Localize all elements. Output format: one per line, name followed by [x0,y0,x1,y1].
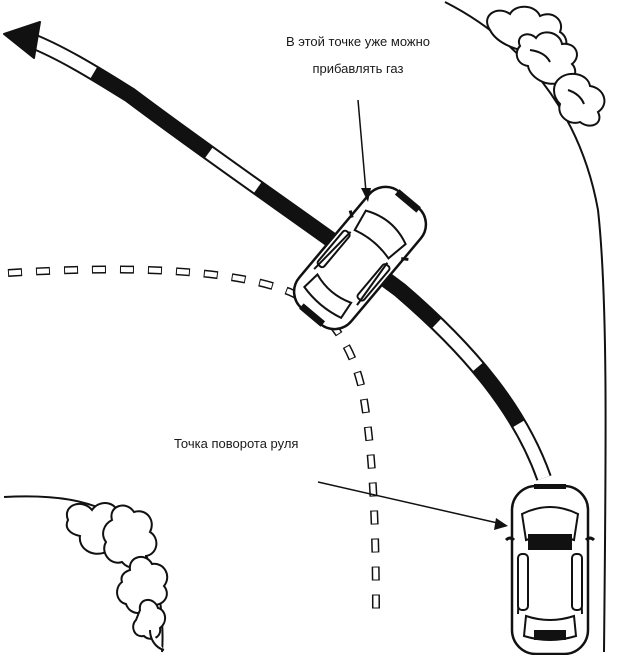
trajectory-fill [27,34,550,480]
car-turn-in-point [504,484,596,655]
annotation-gas-line1: В этой точке уже можно [285,34,431,49]
bush-bottom-left [65,502,169,651]
annotation-gas: В этой точке уже можно прибавлять газ [268,28,448,82]
annotation-gas-line2: прибавлять газ [312,61,404,76]
pointer-steering [317,481,508,530]
trajectory-outline [27,32,552,481]
annotation-steering-point: Точка поворота руля [174,436,299,451]
trajectory-arrow-head [3,21,41,59]
pointer-gas [357,99,371,202]
car-exit-point [292,185,428,331]
trajectory-segments [27,33,551,481]
bush-top-right [486,5,606,127]
